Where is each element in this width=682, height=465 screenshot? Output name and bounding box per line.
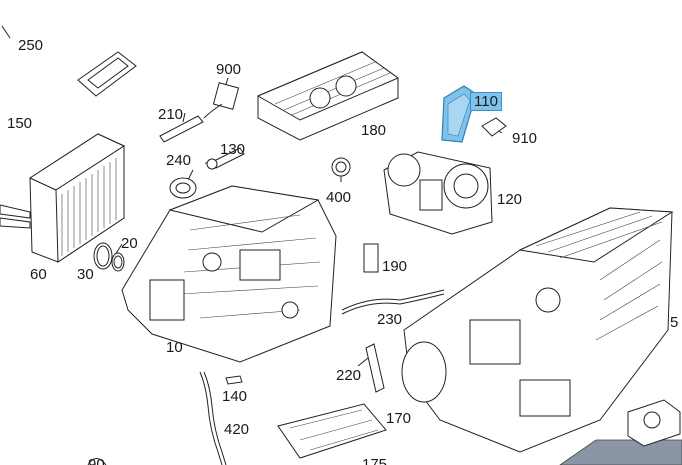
part-150-evaporator (0, 133, 126, 263)
part-170-shield (277, 403, 387, 459)
callout-90[interactable]: 90 (88, 456, 105, 465)
callout-20[interactable]: 20 (121, 235, 138, 252)
callout-120[interactable]: 120 (497, 191, 523, 208)
callout-150[interactable]: 150 (7, 115, 33, 132)
callout-910[interactable]: 910 (512, 130, 538, 147)
callout-420[interactable]: 420 (224, 421, 250, 438)
part-120-blower (383, 151, 493, 235)
callout-250[interactable]: 250 (18, 37, 44, 54)
part-910 (481, 117, 507, 137)
part-190-230-220 (341, 243, 445, 393)
part-140-420-cable (199, 371, 243, 465)
part-900-210-sensor (159, 82, 240, 143)
callout-240[interactable]: 240 (166, 152, 192, 169)
part-bottom-right-cover (559, 399, 682, 465)
callout-140[interactable]: 140 (222, 388, 248, 405)
part-30-20-seals (93, 242, 125, 272)
part-400-grommet (331, 157, 351, 177)
callout-170[interactable]: 170 (386, 410, 412, 427)
callout-5[interactable]: 5 (670, 314, 679, 331)
callout-190[interactable]: 190 (382, 258, 408, 275)
callout-220[interactable]: 220 (336, 367, 362, 384)
part-10-housing (121, 185, 337, 363)
part-5-assembly (401, 207, 674, 453)
callout-230[interactable]: 230 (377, 311, 403, 328)
callout-60[interactable]: 60 (30, 266, 47, 283)
callout-175[interactable]: 175 (362, 456, 388, 465)
callout-30[interactable]: 30 (77, 266, 94, 283)
part-180-duct (256, 51, 400, 141)
part-90-ring (87, 458, 107, 465)
part-110-filter (441, 85, 477, 143)
callout-210[interactable]: 210 (158, 106, 184, 123)
callout-130[interactable]: 130 (220, 141, 246, 158)
callout-110[interactable]: 110 (470, 92, 502, 111)
callout-900[interactable]: 900 (216, 61, 242, 78)
part-250-gasket (77, 51, 137, 97)
callout-10[interactable]: 10 (166, 339, 183, 356)
callout-180[interactable]: 180 (361, 122, 387, 139)
part-130-240-fasteners (169, 147, 245, 199)
callout-400[interactable]: 400 (326, 189, 352, 206)
